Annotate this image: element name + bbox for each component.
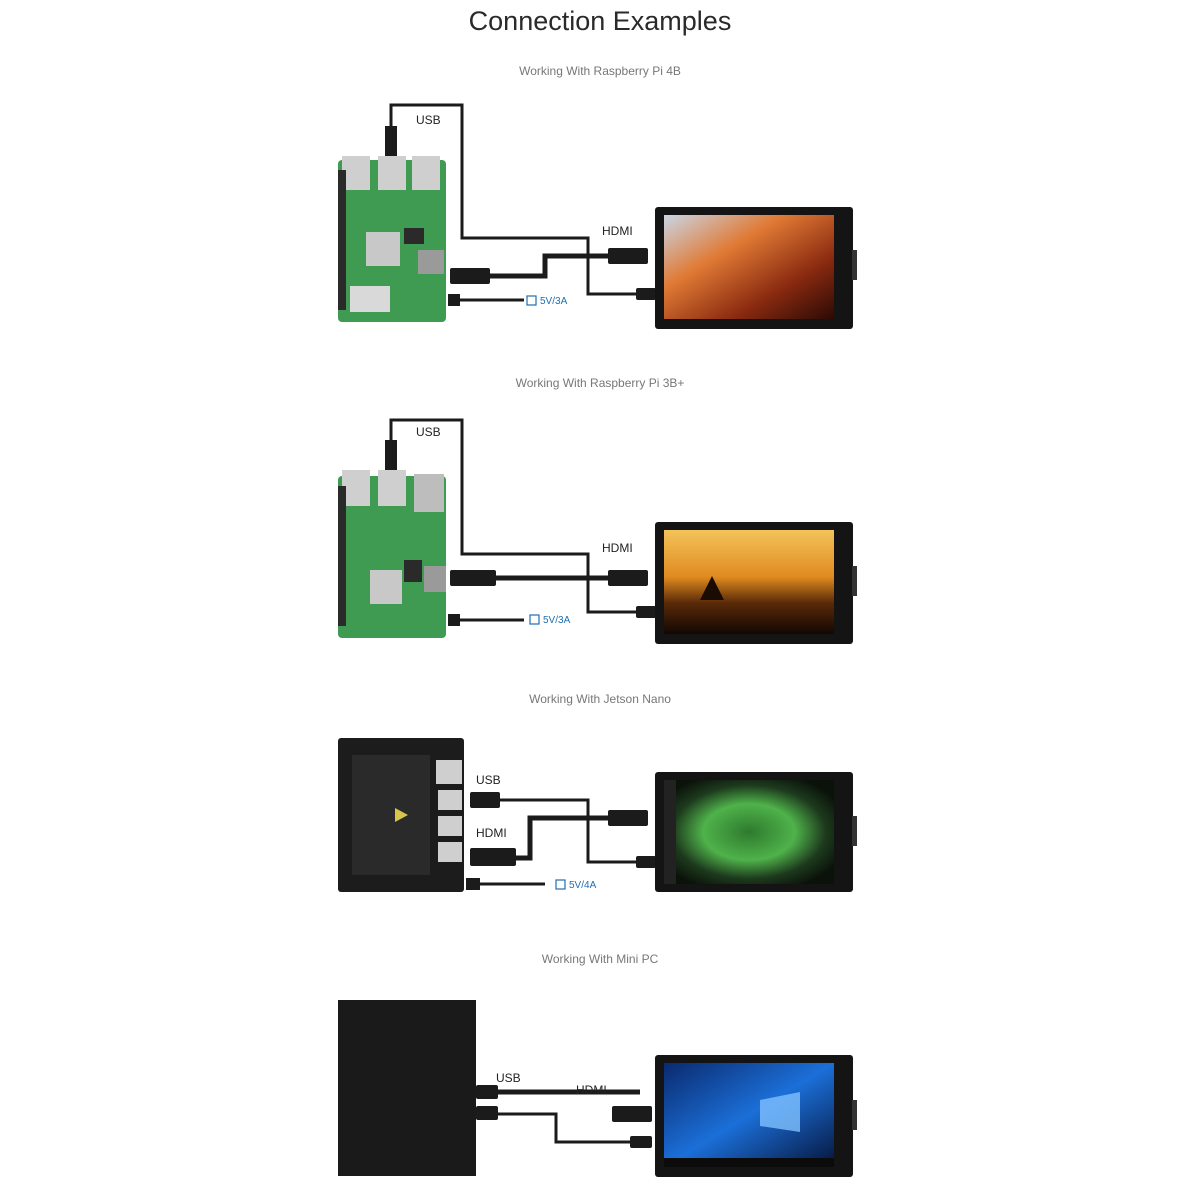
hdmi-plug-board [470,848,516,866]
section-jetson-diagram: 5V/4A USB HDMI [338,738,857,892]
usb-plug-display [636,856,656,868]
power-label: 5V/3A [540,296,568,307]
display-pi3b [655,522,857,644]
usb-label: USB [416,113,441,127]
power-label: 5V/4A [569,880,597,891]
display-jetson [655,772,857,892]
hdmi-label: HDMI [476,826,507,840]
hdmi-plug-display [608,248,648,264]
hdmi-plug-board [450,268,490,284]
usb-label: USB [416,425,441,439]
mini-pc-case [338,1000,476,1176]
display-pi4b [655,207,857,329]
usb-plug-display [636,606,656,618]
hdmi-plug-display [608,810,648,826]
usb-plug-display [636,288,656,300]
usb-plug-display [630,1136,652,1148]
section-title-jetson: Working With Jetson Nano [529,692,671,706]
raspberry-pi-4b-board [338,156,446,322]
section-pi4b-diagram: 5V/3A USB HDMI [338,103,857,329]
raspberry-pi-3b-board [338,470,446,638]
page-title: Connection Examples [468,6,732,36]
usb-cable [389,103,640,296]
section-minipc-diagram: USB HDMI [338,1000,857,1177]
section-title-pi4b: Working With Raspberry Pi 4B [519,64,681,78]
hdmi-plug-display [608,570,648,586]
section-title-minipc: Working With Mini PC [541,952,659,966]
hdmi-plug-board [450,570,496,586]
usb-label: USB [476,773,501,787]
hdmi-label: HDMI [602,224,633,238]
hdmi-label: HDMI [602,541,633,555]
jetson-nano-board [338,738,464,892]
hdmi-label: HDMI [576,1083,607,1097]
section-title-pi3b: Working With Raspberry Pi 3B+ [515,376,685,390]
section-pi3b-diagram: 5V/3A USB HDMI [338,418,857,644]
hdmi-cable [470,815,640,861]
hdmi-plug-display [612,1106,652,1122]
usb-cable [389,418,640,614]
usb-plug [470,792,500,808]
usb-label: USB [496,1071,521,1085]
power-icon [555,879,566,890]
hdmi-cable [455,253,640,279]
usb-plug [385,440,397,470]
power-icon [526,295,537,306]
usb-cable [470,798,640,864]
power-label: 5V/3A [543,615,571,626]
power-icon [529,614,540,625]
hdmi-plug-board [476,1106,498,1120]
usb-cable [480,1112,640,1144]
usb-plug [476,1085,498,1099]
display-minipc [655,1055,857,1177]
usb-plug [385,126,397,156]
